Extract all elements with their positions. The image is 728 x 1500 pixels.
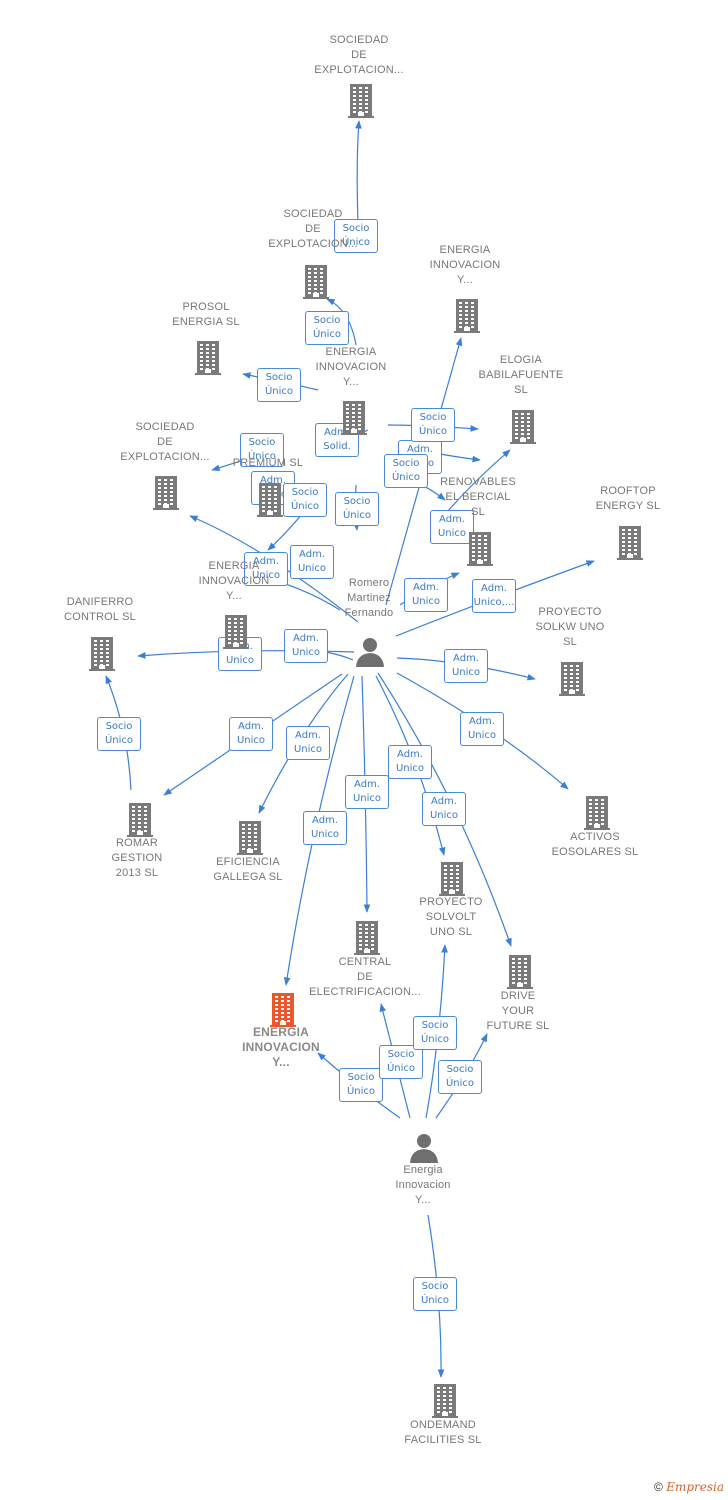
person-label[interactable]: Energia Innovacion Y... — [395, 1164, 451, 1206]
building-icon[interactable] — [354, 921, 380, 960]
building-icon[interactable] — [303, 265, 329, 304]
company-label[interactable]: ELOGIA BABILAFUENTE SL — [478, 354, 564, 396]
building-icon[interactable] — [348, 84, 374, 123]
edge-label[interactable]: Adm. Unico — [388, 745, 432, 779]
building-icon[interactable] — [507, 955, 533, 994]
edge-label[interactable]: Socio Único — [257, 368, 301, 402]
building-icon[interactable] — [257, 483, 283, 522]
company-label[interactable]: PROYECTO SOLVOLT UNO SL — [419, 896, 483, 938]
edge-label[interactable]: Adm. Unico — [444, 649, 488, 683]
company-label[interactable]: RENOVABLES EL BERCIAL SL — [440, 476, 516, 518]
copyright-icon: © — [654, 1480, 663, 1494]
building-icon[interactable] — [89, 637, 115, 676]
company-label[interactable]: CENTRAL DE ELECTRIFICACION... — [309, 956, 421, 998]
company-label[interactable]: ACTIVOS EOSOLARES SL — [551, 831, 639, 858]
edge-label[interactable]: Adm. Unico — [244, 552, 288, 586]
company-label[interactable]: ONDEMAND FACILITIES SL — [404, 1419, 482, 1446]
footer-brand: © Empresia — [654, 1480, 724, 1494]
building-icon[interactable] — [439, 862, 465, 901]
edge-label[interactable]: Adm. Unico — [422, 792, 466, 826]
edge-label[interactable]: Adm. Unico — [460, 712, 504, 746]
edge-label[interactable]: Socio Único — [305, 311, 349, 345]
building-icon[interactable] — [341, 401, 367, 440]
company-label[interactable]: PREMIUM SL — [232, 457, 304, 469]
edge-label[interactable]: Adm. Unico — [286, 726, 330, 760]
building-icon[interactable] — [127, 803, 153, 842]
building-icon[interactable] — [195, 341, 221, 380]
person-icon[interactable] — [355, 637, 385, 672]
company-label[interactable]: SOCIEDAD DE EXPLOTACION... — [268, 208, 358, 250]
edge-label[interactable]: Socio Único — [339, 1068, 383, 1102]
highlighted-building-icon[interactable] — [270, 993, 296, 1032]
edge-label[interactable]: Socio Único — [379, 1045, 423, 1079]
edge-label[interactable]: Socio Único — [411, 408, 455, 442]
building-icon[interactable] — [153, 476, 179, 515]
company-label[interactable]: ENERGIA INNOVACION Y... — [429, 244, 501, 286]
edge-label[interactable]: Socio Único — [413, 1277, 457, 1311]
company-label[interactable]: ENERGIA INNOVACION Y... — [315, 346, 387, 388]
person-label[interactable]: Romero Martinez Fernando — [344, 577, 394, 619]
edge-label[interactable]: Socio Único — [413, 1016, 457, 1050]
edge-label[interactable]: Adm. Unico — [404, 578, 448, 612]
edge-label[interactable]: Socio Único — [335, 492, 379, 526]
building-icon[interactable] — [467, 532, 493, 571]
edge-label[interactable]: Socio Único — [438, 1060, 482, 1094]
company-label[interactable]: ENERGIA INNOVACION Y... — [198, 560, 270, 602]
company-label[interactable]: EFICIENCIA GALLEGA SL — [213, 856, 283, 883]
brand-logo: Empresia — [666, 1480, 724, 1494]
edge-label[interactable]: Adm. Unico,... — [472, 579, 516, 613]
company-label[interactable]: ENERGIA INNOVACION Y... — [242, 1025, 320, 1069]
edge-label[interactable]: Socio Único — [240, 433, 284, 467]
company-label[interactable]: SOCIEDAD DE EXPLOTACION... — [120, 421, 210, 463]
building-icon[interactable] — [510, 410, 536, 449]
person-icon[interactable] — [409, 1133, 439, 1168]
edge-label[interactable]: Socio Único — [97, 717, 141, 751]
building-icon[interactable] — [584, 796, 610, 835]
building-icon[interactable] — [237, 821, 263, 860]
edge-label[interactable]: Adm. Unico — [284, 629, 328, 663]
company-label[interactable]: ROMAR GESTION 2013 SL — [111, 837, 163, 879]
edge-label[interactable]: Adm. Unico — [430, 510, 474, 544]
company-label[interactable]: DANIFERRO CONTROL SL — [64, 596, 136, 623]
edge-label[interactable]: Socio Único — [384, 454, 428, 488]
edge-label[interactable]: Socio Único — [283, 483, 327, 517]
edge-line — [446, 449, 511, 513]
company-label[interactable]: PROYECTO SOLKW UNO SL — [535, 606, 605, 648]
company-label[interactable]: ROOFTOP ENERGY SL — [595, 485, 661, 512]
building-icon[interactable] — [617, 526, 643, 565]
building-icon[interactable] — [454, 299, 480, 338]
edge-line — [355, 120, 362, 225]
company-label[interactable]: PROSOL ENERGIA SL — [172, 301, 240, 328]
company-label[interactable]: DRIVE YOUR FUTURE SL — [486, 990, 550, 1032]
edge-label[interactable]: Adm. Unico — [303, 811, 347, 845]
edge-label[interactable]: Adm. Unico — [345, 775, 389, 809]
company-label[interactable]: SOCIEDAD DE EXPLOTACION... — [314, 34, 404, 76]
edge-label[interactable]: Adm. Unico — [290, 545, 334, 579]
edge-label[interactable]: Socio Único — [334, 219, 378, 253]
building-icon[interactable] — [559, 662, 585, 701]
building-icon[interactable] — [432, 1384, 458, 1423]
edge-label[interactable]: Adm. Unico — [229, 717, 273, 751]
building-icon[interactable] — [223, 615, 249, 654]
